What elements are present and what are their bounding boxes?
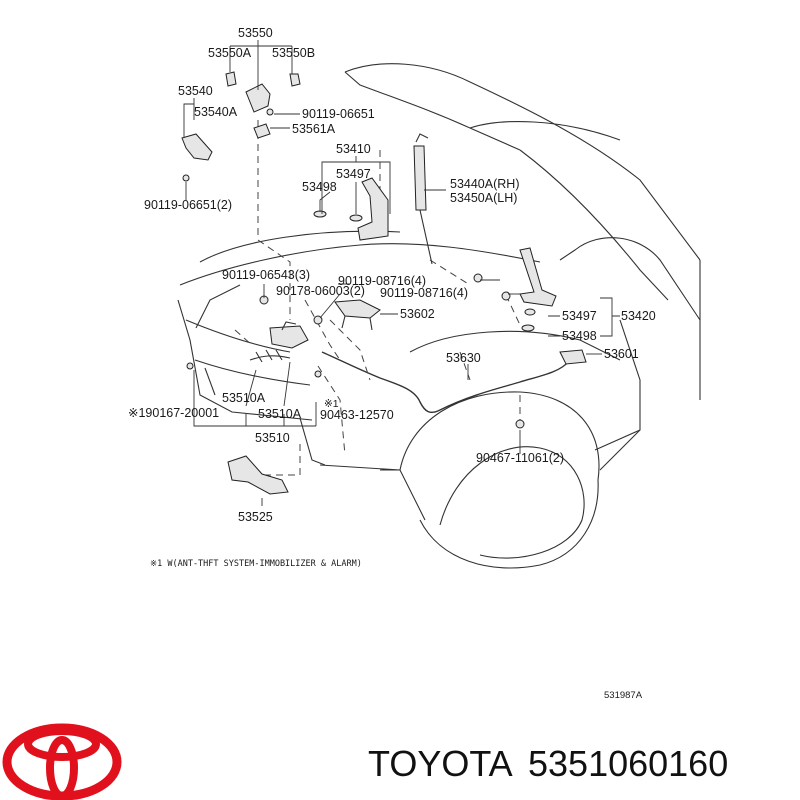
part-bracket-53540 (181, 133, 213, 161)
part-support-53602 (334, 299, 381, 331)
toyota-logo-icon (2, 723, 122, 800)
part-hood-stay-53440A (413, 133, 433, 265)
label-53440A-rh: 53440A(RH) (450, 177, 519, 191)
label-53630: 53630 (446, 351, 481, 365)
label-53561A: 53561A (292, 122, 336, 136)
brand-name: TOYOTA (368, 743, 513, 784)
label-53450A-lh: 53450A(LH) (450, 191, 517, 205)
part-hinge-53420 (519, 247, 557, 307)
part-cushion-53525 (227, 455, 289, 495)
label-90119-06651: 90119-06651 (302, 107, 375, 121)
label-90119-08716-4-a: 90119-08716(4) (338, 274, 426, 288)
part-hinge-53410 (357, 177, 389, 241)
label-53498-right: 53498 (562, 329, 597, 343)
footnote: ※1 W(ANT-THFT SYSTEM-IMMOBILIZER & ALARM… (150, 559, 362, 569)
label-90119-06543-3: 90119-06543(3) (222, 268, 310, 282)
label-90119-08716-4-b: 90119-08716(4) (380, 286, 468, 300)
label-53550A: 53550A (208, 46, 252, 60)
part-hood-lock-53510 (249, 321, 309, 363)
label-53510: 53510 (255, 431, 290, 445)
label-53550B: 53550B (272, 46, 315, 60)
label-53510A-1: 53510A (222, 391, 266, 405)
drawing-code: 531987A (604, 690, 643, 701)
leader-lines (183, 40, 620, 506)
part-number: 5351060160 (528, 743, 728, 784)
release-cable (321, 351, 569, 414)
label-53420: 53420 (621, 309, 656, 323)
label-53601: 53601 (604, 347, 639, 361)
part-cable-clamp-53601 (559, 349, 587, 365)
label-53497-top: 53497 (336, 167, 371, 181)
label-53540A: 53540A (194, 105, 238, 119)
part-labels: 53550 53550A 53550B 53540 53540A 90119-0… (128, 26, 656, 524)
vehicle-outline (177, 63, 701, 569)
label-53498-top: 53498 (302, 180, 337, 194)
label-53497-right: 53497 (562, 309, 597, 323)
label-90178-06003-2: 90178-06003(2) (276, 284, 365, 298)
label-90467-11061-2: 90467-11061(2) (476, 451, 564, 465)
label-53525: 53525 (238, 510, 273, 524)
label-mark-1: ※1 (324, 398, 339, 410)
part-lever-53550 (225, 71, 301, 113)
label-190167-20001: ※190167-20001 (128, 406, 219, 420)
label-90463-12570: 90463-12570 (320, 408, 394, 422)
label-53540: 53540 (178, 84, 213, 98)
label-90119-06651-2: 90119-06651(2) (144, 198, 232, 212)
part-cover-53561A (253, 123, 271, 139)
label-53602: 53602 (400, 307, 435, 321)
label-53550: 53550 (238, 26, 273, 40)
label-53410: 53410 (336, 142, 371, 156)
label-53510A-2: 53510A (258, 407, 302, 421)
